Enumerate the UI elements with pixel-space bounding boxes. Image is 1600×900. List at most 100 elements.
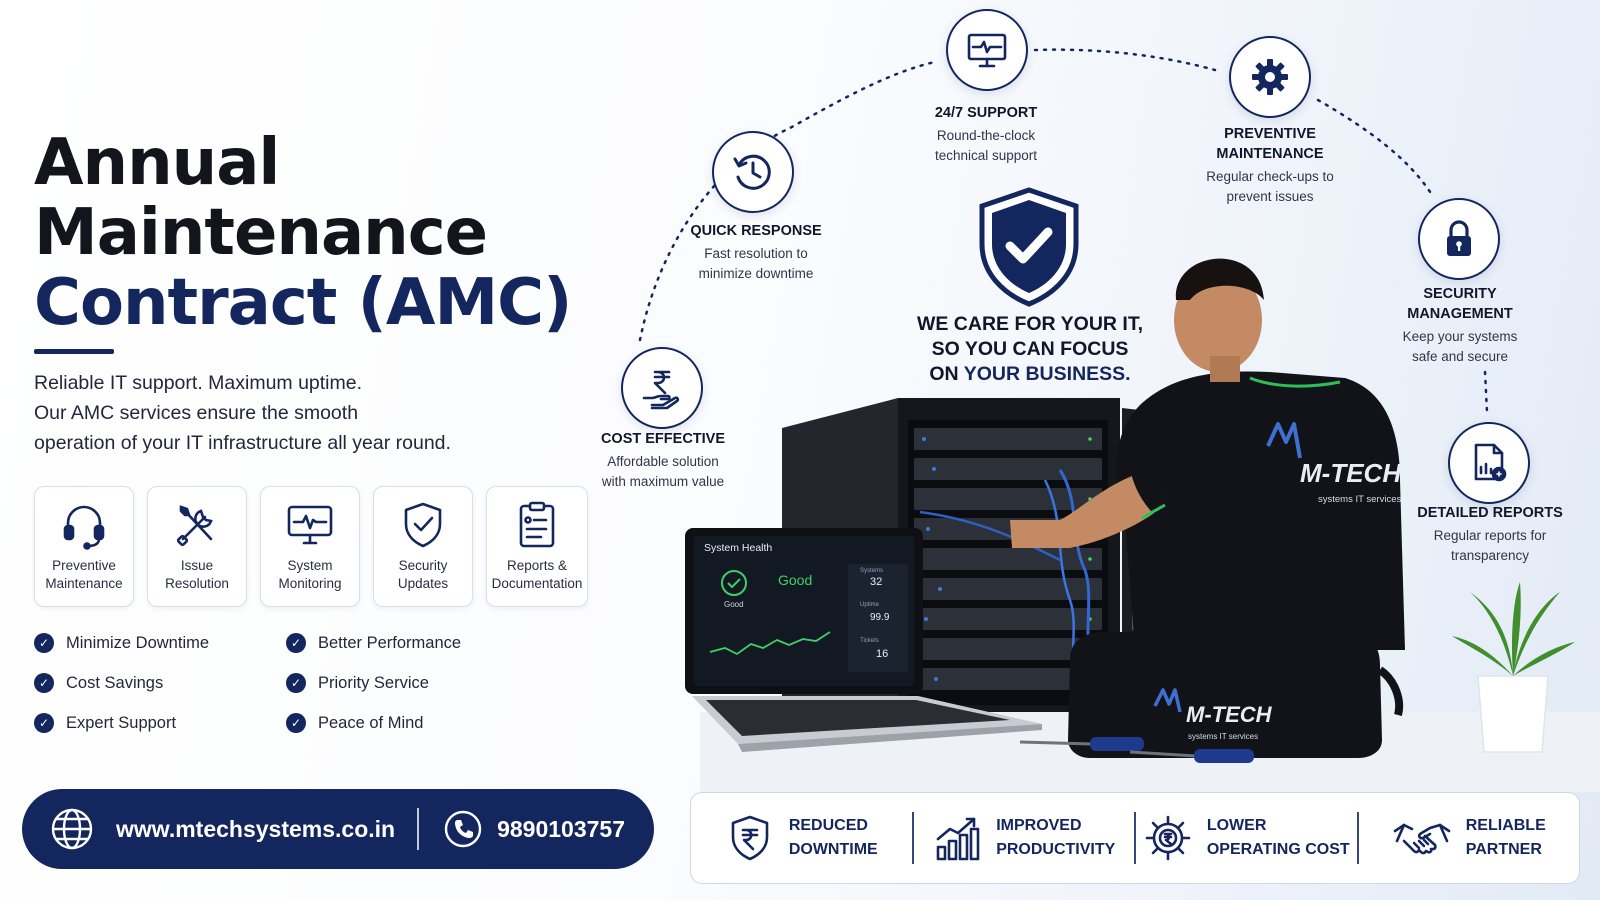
laptop-image <box>685 528 1042 752</box>
feature-title: COST EFFECTIVE <box>600 431 726 447</box>
contact-divider <box>417 808 420 850</box>
phone-icon <box>444 810 482 848</box>
check-icon: ✓ <box>34 633 54 653</box>
lock-icon <box>1447 220 1471 256</box>
feature-title: SECURITY MANAGEMENT <box>1407 286 1513 322</box>
feature-desc: Fast resolution to minimize downtime <box>698 246 814 281</box>
benefit-label: Expert Support <box>66 713 177 732</box>
contact-bar: www.mtechsystems.co.in 9890103757 <box>22 789 654 869</box>
bag-brand-name: M-TECH <box>1186 702 1272 727</box>
value-label: RELIABLE PARTNER <box>1465 817 1546 858</box>
benefit-label: Peace of Mind <box>318 713 424 732</box>
tagline-line-2: SO YOU CAN FOCUS <box>931 338 1129 360</box>
value-reduced-downtime: REDUCED DOWNTIME <box>691 813 912 863</box>
feature-24-7-support-badge <box>946 9 1028 91</box>
value-label: REDUCED DOWNTIME <box>788 817 878 858</box>
laptop-screen: System Health Good Good Systems 32 Uptim… <box>700 540 912 682</box>
benefits-list: ✓Minimize Downtime ✓ Better Performance ✓… <box>34 632 516 734</box>
feature-preventive-badge <box>1229 36 1311 118</box>
feature-security-management: SECURITY MANAGEMENT Keep your systems sa… <box>1360 284 1560 367</box>
check-icon: ✓ <box>34 673 54 693</box>
check-icon: ✓ <box>34 713 54 733</box>
feature-security-badge <box>1418 198 1500 280</box>
gear-icon <box>1252 59 1288 95</box>
service-card-security-updates[interactable]: Security Updates <box>373 486 473 607</box>
headset-icon <box>63 505 105 550</box>
service-card-preventive-maintenance[interactable]: Preventive Maintenance <box>34 486 134 607</box>
service-card-reports-documentation[interactable]: Reports & Documentation <box>486 486 588 607</box>
value-label: LOWER OPERATING COST <box>1206 817 1350 858</box>
laptop-stat-value: 16 <box>876 648 889 660</box>
title-line-1: Annual <box>34 126 280 200</box>
service-label: System Monitoring <box>278 558 342 591</box>
cost-gear-icon <box>1145 815 1191 861</box>
value-divider <box>1356 812 1359 864</box>
feature-desc: Regular reports for transparency <box>1433 528 1547 563</box>
service-cards: Preventive Maintenance Issue Resolution … <box>34 486 588 607</box>
intro-line-3: operation of your IT infrastructure all … <box>34 432 451 454</box>
value-lower-operating-cost: LOWER OPERATING COST <box>1136 813 1357 863</box>
benefit-item: ✓ Expert Support <box>34 712 286 734</box>
laptop-stat-value: 32 <box>870 576 883 588</box>
service-label: Security Updates <box>397 558 449 591</box>
handshake-icon <box>1393 823 1451 855</box>
tools-icon <box>176 505 213 547</box>
screwdrivers-image <box>1019 737 1254 763</box>
benefit-item: ✓Minimize Downtime <box>34 632 286 654</box>
laptop-stat-label: Uptime <box>860 602 880 608</box>
bag-brand-sub: systems IT services <box>1188 732 1259 741</box>
shirt-logo <box>1266 422 1302 459</box>
benefit-label: Cost Savings <box>66 673 164 692</box>
feature-title: 24/7 SUPPORT <box>934 105 1038 121</box>
intro-line-1: Reliable IT support. Maximum uptime. <box>34 372 363 394</box>
feature-quick-response: QUICK RESPONSE Fast resolution to minimi… <box>656 221 856 284</box>
plant-image <box>1452 582 1575 753</box>
laptop-stat-value: 99.9 <box>870 612 890 623</box>
feature-preventive-maintenance: PREVENTIVE MAINTENANCE Regular check-ups… <box>1170 124 1370 207</box>
value-divider <box>911 812 914 864</box>
shirt-brand-sub: systems IT services <box>1318 494 1402 505</box>
phone-number[interactable]: 9890103757 <box>497 815 625 842</box>
service-card-system-monitoring[interactable]: System Monitoring <box>260 486 360 607</box>
shield-check-emblem <box>979 187 1079 307</box>
feature-cost-effective-badge <box>621 347 703 429</box>
title-line-2: Maintenance <box>34 196 488 270</box>
intro-text: Reliable IT support. Maximum uptime. Our… <box>34 368 534 458</box>
monitor-icon <box>967 33 1007 68</box>
shield-check-icon <box>404 502 442 548</box>
intro-line-2: Our AMC services ensure the smooth <box>34 402 359 424</box>
growth-chart-icon <box>936 817 980 861</box>
tagline: WE CARE FOR YOUR IT, SO YOU CAN FOCUS ON… <box>880 312 1180 387</box>
feature-detailed-reports: DETAILED REPORTS Regular reports for tra… <box>1390 503 1590 566</box>
tagline-line-1: WE CARE FOR YOUR IT, <box>916 313 1144 335</box>
feature-desc: Affordable solution with maximum value <box>601 454 725 489</box>
service-card-issue-resolution[interactable]: Issue Resolution <box>147 486 247 607</box>
laptop-status-big: Good <box>778 572 813 588</box>
laptop-stat-label: Systems <box>860 568 884 574</box>
tagline-line-3: ON YOUR BUSINESS. <box>929 363 1131 385</box>
feature-desc: Regular check-ups to prevent issues <box>1206 169 1334 204</box>
feature-desc: Round-the-clock technical support <box>934 128 1038 163</box>
benefit-item: ✓Priority Service <box>286 672 516 694</box>
feature-24-7-support: 24/7 SUPPORT Round-the-clock technical s… <box>886 103 1086 166</box>
benefit-label: Priority Service <box>318 673 429 692</box>
title-divider <box>34 349 114 354</box>
value-label: IMPROVED PRODUCTIVITY <box>996 817 1116 858</box>
check-icon: ✓ <box>286 633 306 653</box>
feature-reports-badge <box>1448 422 1530 504</box>
report-icon <box>1474 443 1507 482</box>
technician-image <box>1010 258 1405 650</box>
globe-icon <box>51 808 93 850</box>
service-label: Preventive Maintenance <box>45 558 123 591</box>
feature-cost-effective: COST EFFECTIVE Affordable solution with … <box>563 429 763 492</box>
title-line-3: Contract (AMC) <box>34 266 572 340</box>
feature-title: DETAILED REPORTS <box>1417 505 1563 521</box>
monitor-pulse-icon <box>287 505 333 545</box>
website-link[interactable]: www.mtechsystems.co.in <box>116 815 396 842</box>
benefit-label: Better Performance <box>318 633 462 652</box>
laptop-header: System Health <box>704 542 773 554</box>
laptop-stat-label: Tickets <box>860 638 879 644</box>
laptop-status-small: Good <box>724 600 744 609</box>
value-divider <box>1134 812 1136 864</box>
